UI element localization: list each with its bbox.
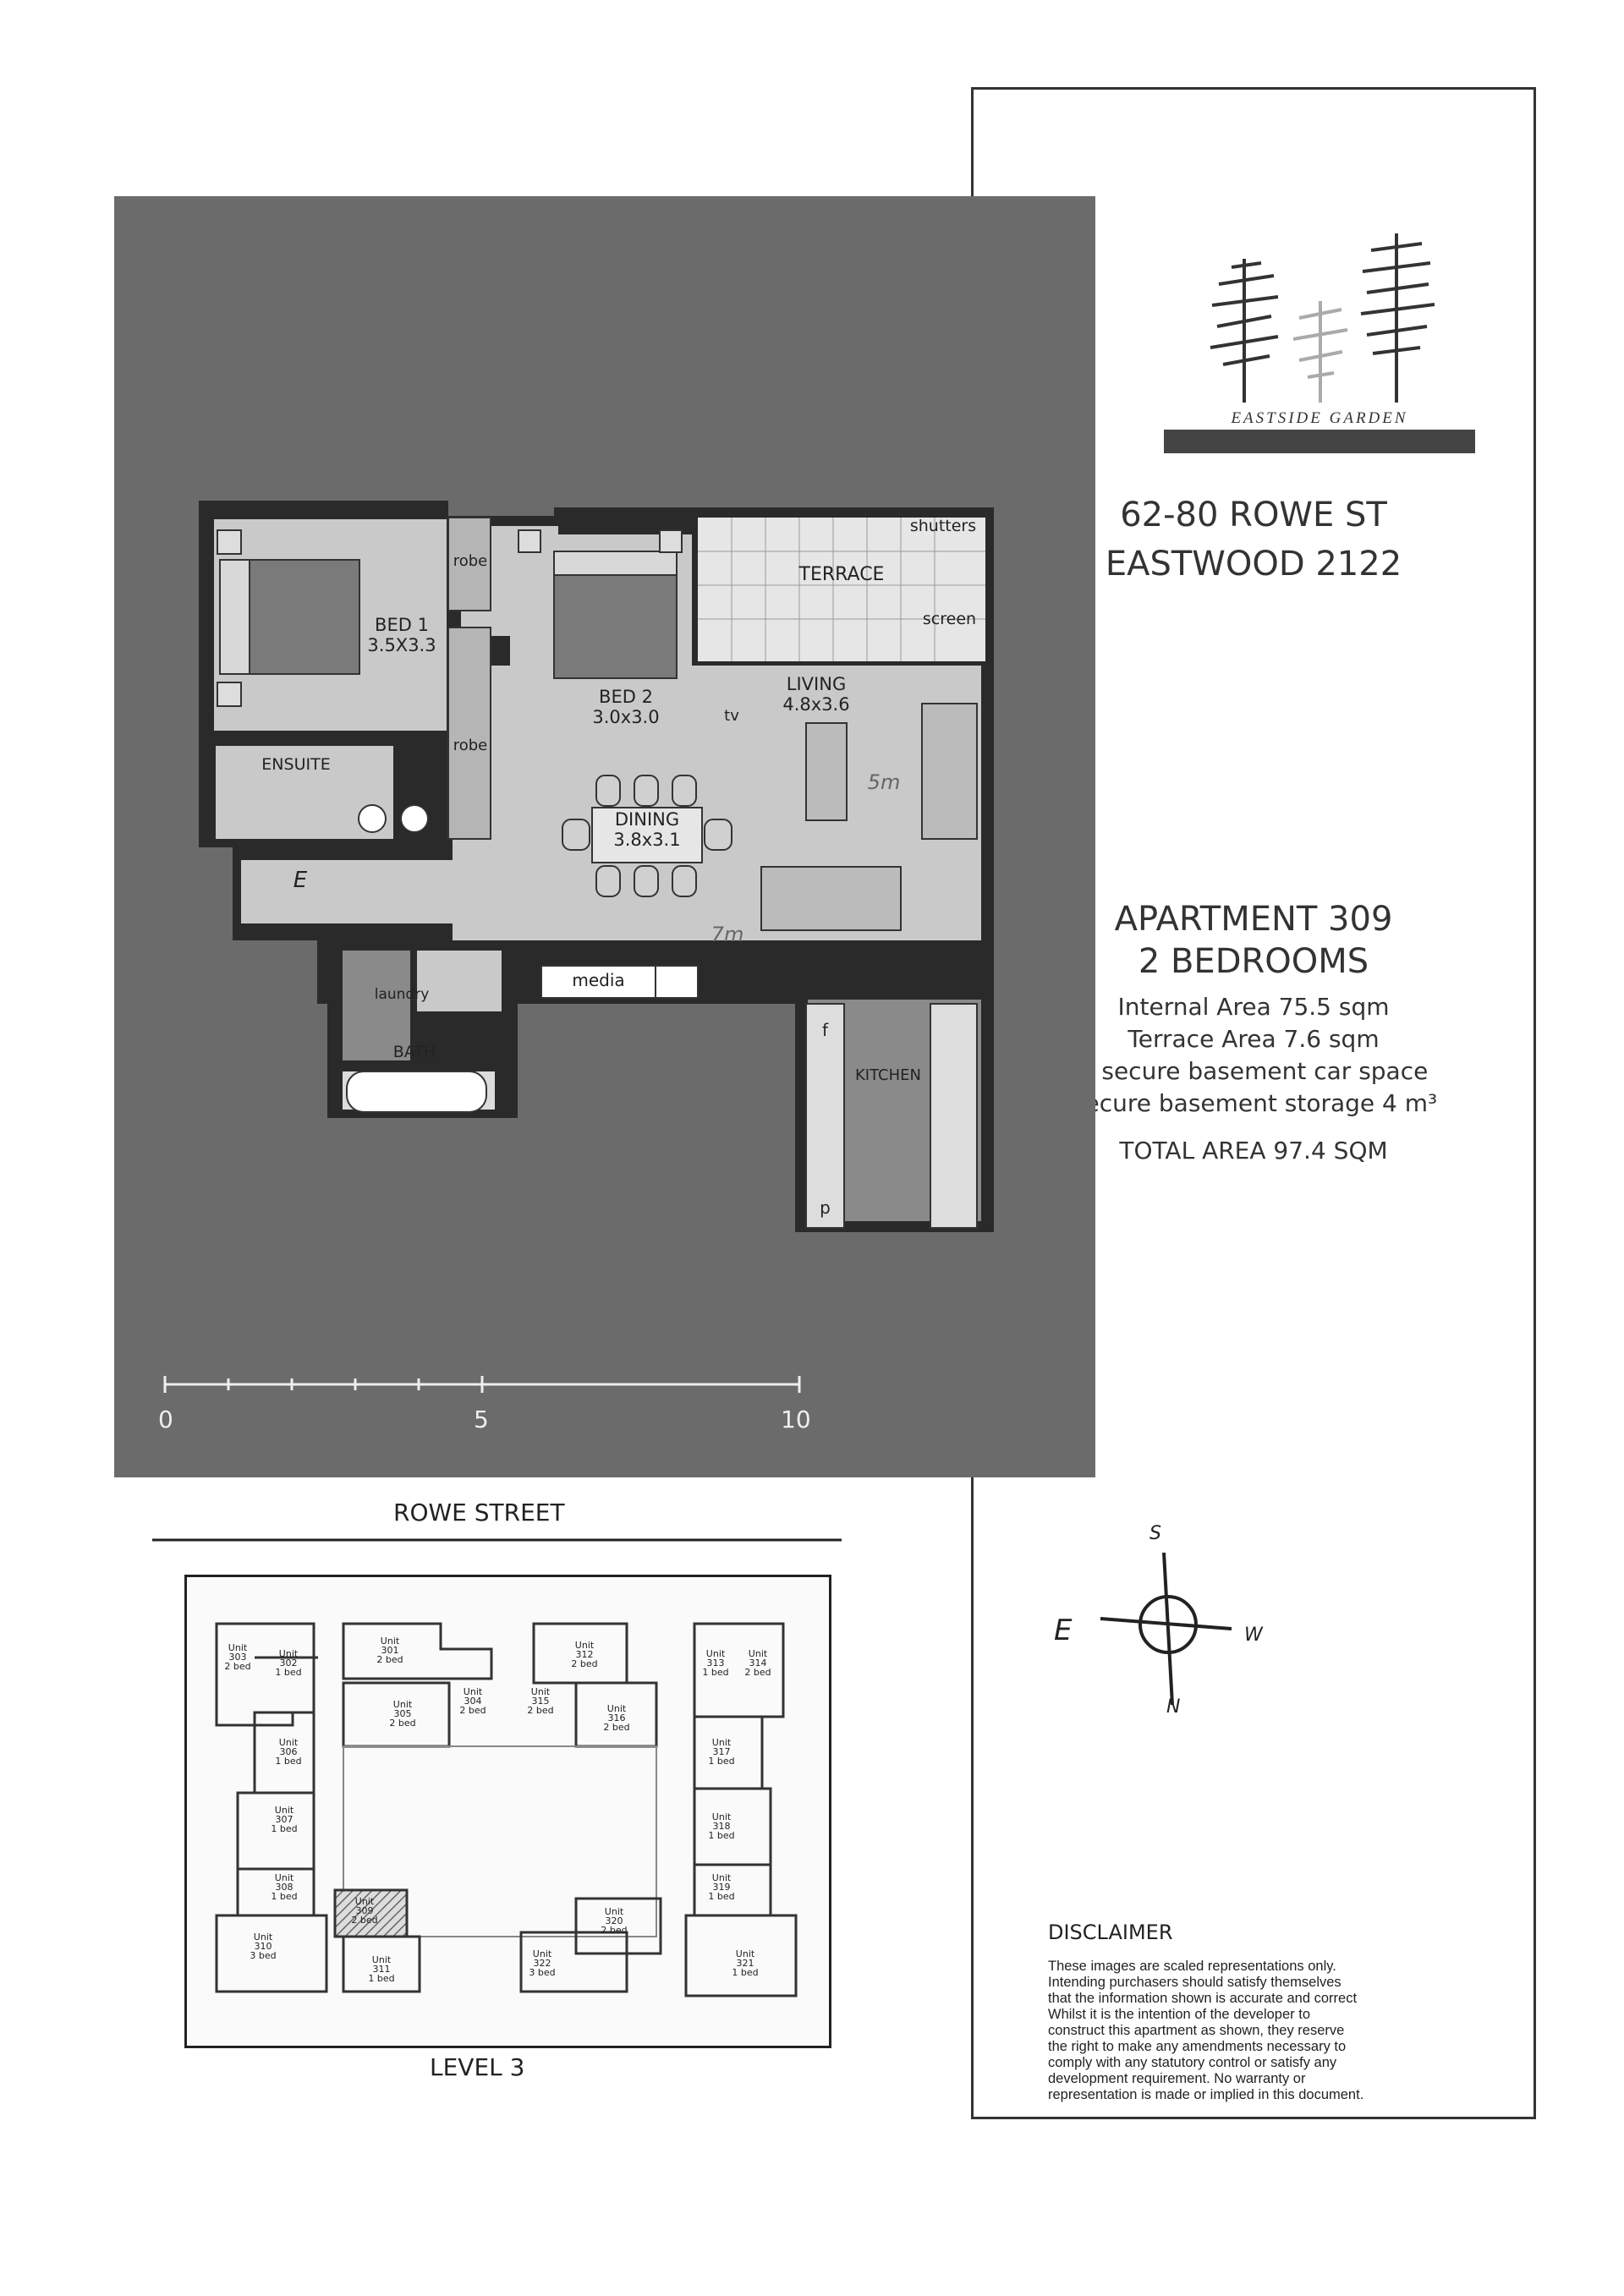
address-line1: 62-80 ROWE ST — [1120, 496, 1387, 534]
bath-label: BATH — [392, 1043, 436, 1061]
unit-304[interactable]: Unit 304 2 bed — [459, 1686, 486, 1716]
storage: Secure basement storage 4 m³ — [1069, 1089, 1438, 1117]
keyplan-drawing — [215, 1622, 798, 1997]
unit-321[interactable]: Unit 321 1 bed — [732, 1948, 759, 1978]
street-name: ROWE STREET — [393, 1499, 565, 1526]
unit-305[interactable]: Unit 305 2 bed — [389, 1699, 416, 1729]
street-line — [152, 1538, 842, 1542]
laundry-label: laundry — [374, 986, 430, 1003]
unit-318[interactable]: Unit 318 1 bed — [708, 1811, 735, 1841]
screen-label: screen — [922, 610, 977, 628]
unit-310[interactable]: Unit 310 3 bed — [250, 1932, 277, 1961]
note-7m: 7m — [710, 923, 744, 946]
note-5m: 5m — [867, 770, 901, 794]
robe-top-label: robe — [453, 552, 488, 570]
unit-316[interactable]: Unit 316 2 bed — [603, 1703, 630, 1733]
entry-label: E — [293, 868, 308, 893]
compass-icon — [1100, 1552, 1232, 1706]
robe-mid-label: robe — [453, 737, 488, 754]
apartment-title: APARTMENT 309 — [1114, 900, 1393, 939]
fridge-label: f — [821, 1020, 829, 1040]
compass-west: W — [1244, 1625, 1263, 1646]
unit-320[interactable]: Unit 320 2 bed — [601, 1906, 628, 1936]
unit-309[interactable]: Unit 309 2 bed — [351, 1896, 378, 1926]
ensuite-label: ENSUITE — [261, 755, 331, 774]
terrace-label: TERRACE — [798, 564, 885, 585]
total-area: TOTAL AREA 97.4 SQM — [1119, 1137, 1388, 1164]
unit-302[interactable]: Unit 302 1 bed — [275, 1648, 302, 1678]
unit-313[interactable]: Unit 313 1 bed — [702, 1648, 729, 1678]
unit-311[interactable]: Unit 311 1 bed — [368, 1954, 395, 1984]
unit-301[interactable]: Unit 301 2 bed — [376, 1636, 403, 1665]
shutters-label: shutters — [909, 517, 977, 535]
scale-end: 10 — [781, 1406, 811, 1433]
level-name: LEVEL 3 — [430, 2053, 525, 2081]
media-label: media — [572, 970, 625, 990]
scale-start: 0 — [158, 1406, 173, 1433]
car-space: 1 secure basement car space — [1078, 1057, 1429, 1085]
internal-area: Internal Area 75.5 sqm — [1117, 993, 1390, 1021]
brand-bar — [1164, 430, 1475, 453]
brand-name: EASTSIDE GARDEN — [1231, 409, 1408, 427]
terrace-area: Terrace Area 7.6 sqm — [1127, 1025, 1380, 1053]
apartment-bedrooms: 2 BEDROOMS — [1138, 942, 1369, 981]
unit-322[interactable]: Unit 322 3 bed — [529, 1948, 556, 1978]
disclaimer-body: These images are scaled representations … — [1048, 1959, 1364, 2102]
unit-307[interactable]: Unit 307 1 bed — [271, 1805, 298, 1834]
level-keyplan: Unit 303 2 bed Unit 302 1 bed Unit 301 2… — [184, 1575, 831, 2048]
compass-east: E — [1054, 1614, 1073, 1647]
compass-north: N — [1166, 1696, 1181, 1718]
unit-308[interactable]: Unit 308 1 bed — [271, 1872, 298, 1902]
unit-303[interactable]: Unit 303 2 bed — [224, 1642, 251, 1672]
tv-label: tv — [724, 707, 739, 725]
unit-314[interactable]: Unit 314 2 bed — [744, 1648, 771, 1678]
eastside-garden-logo — [1210, 233, 1435, 403]
unit-306[interactable]: Unit 306 1 bed — [275, 1737, 302, 1767]
compass-south: S — [1149, 1523, 1161, 1544]
unit-317[interactable]: Unit 317 1 bed — [708, 1737, 735, 1767]
kitchen-label: KITCHEN — [855, 1066, 921, 1084]
unit-312[interactable]: Unit 312 2 bed — [571, 1640, 598, 1669]
pantry-label: p — [820, 1197, 831, 1218]
unit-319[interactable]: Unit 319 1 bed — [708, 1872, 735, 1902]
address-line2: EASTWOOD 2122 — [1105, 545, 1402, 584]
disclaimer-title: DISCLAIMER — [1048, 1921, 1173, 1944]
floor-plan-drawing — [163, 501, 994, 1393]
unit-315[interactable]: Unit 315 2 bed — [527, 1686, 554, 1716]
scale-mid: 5 — [474, 1406, 489, 1433]
